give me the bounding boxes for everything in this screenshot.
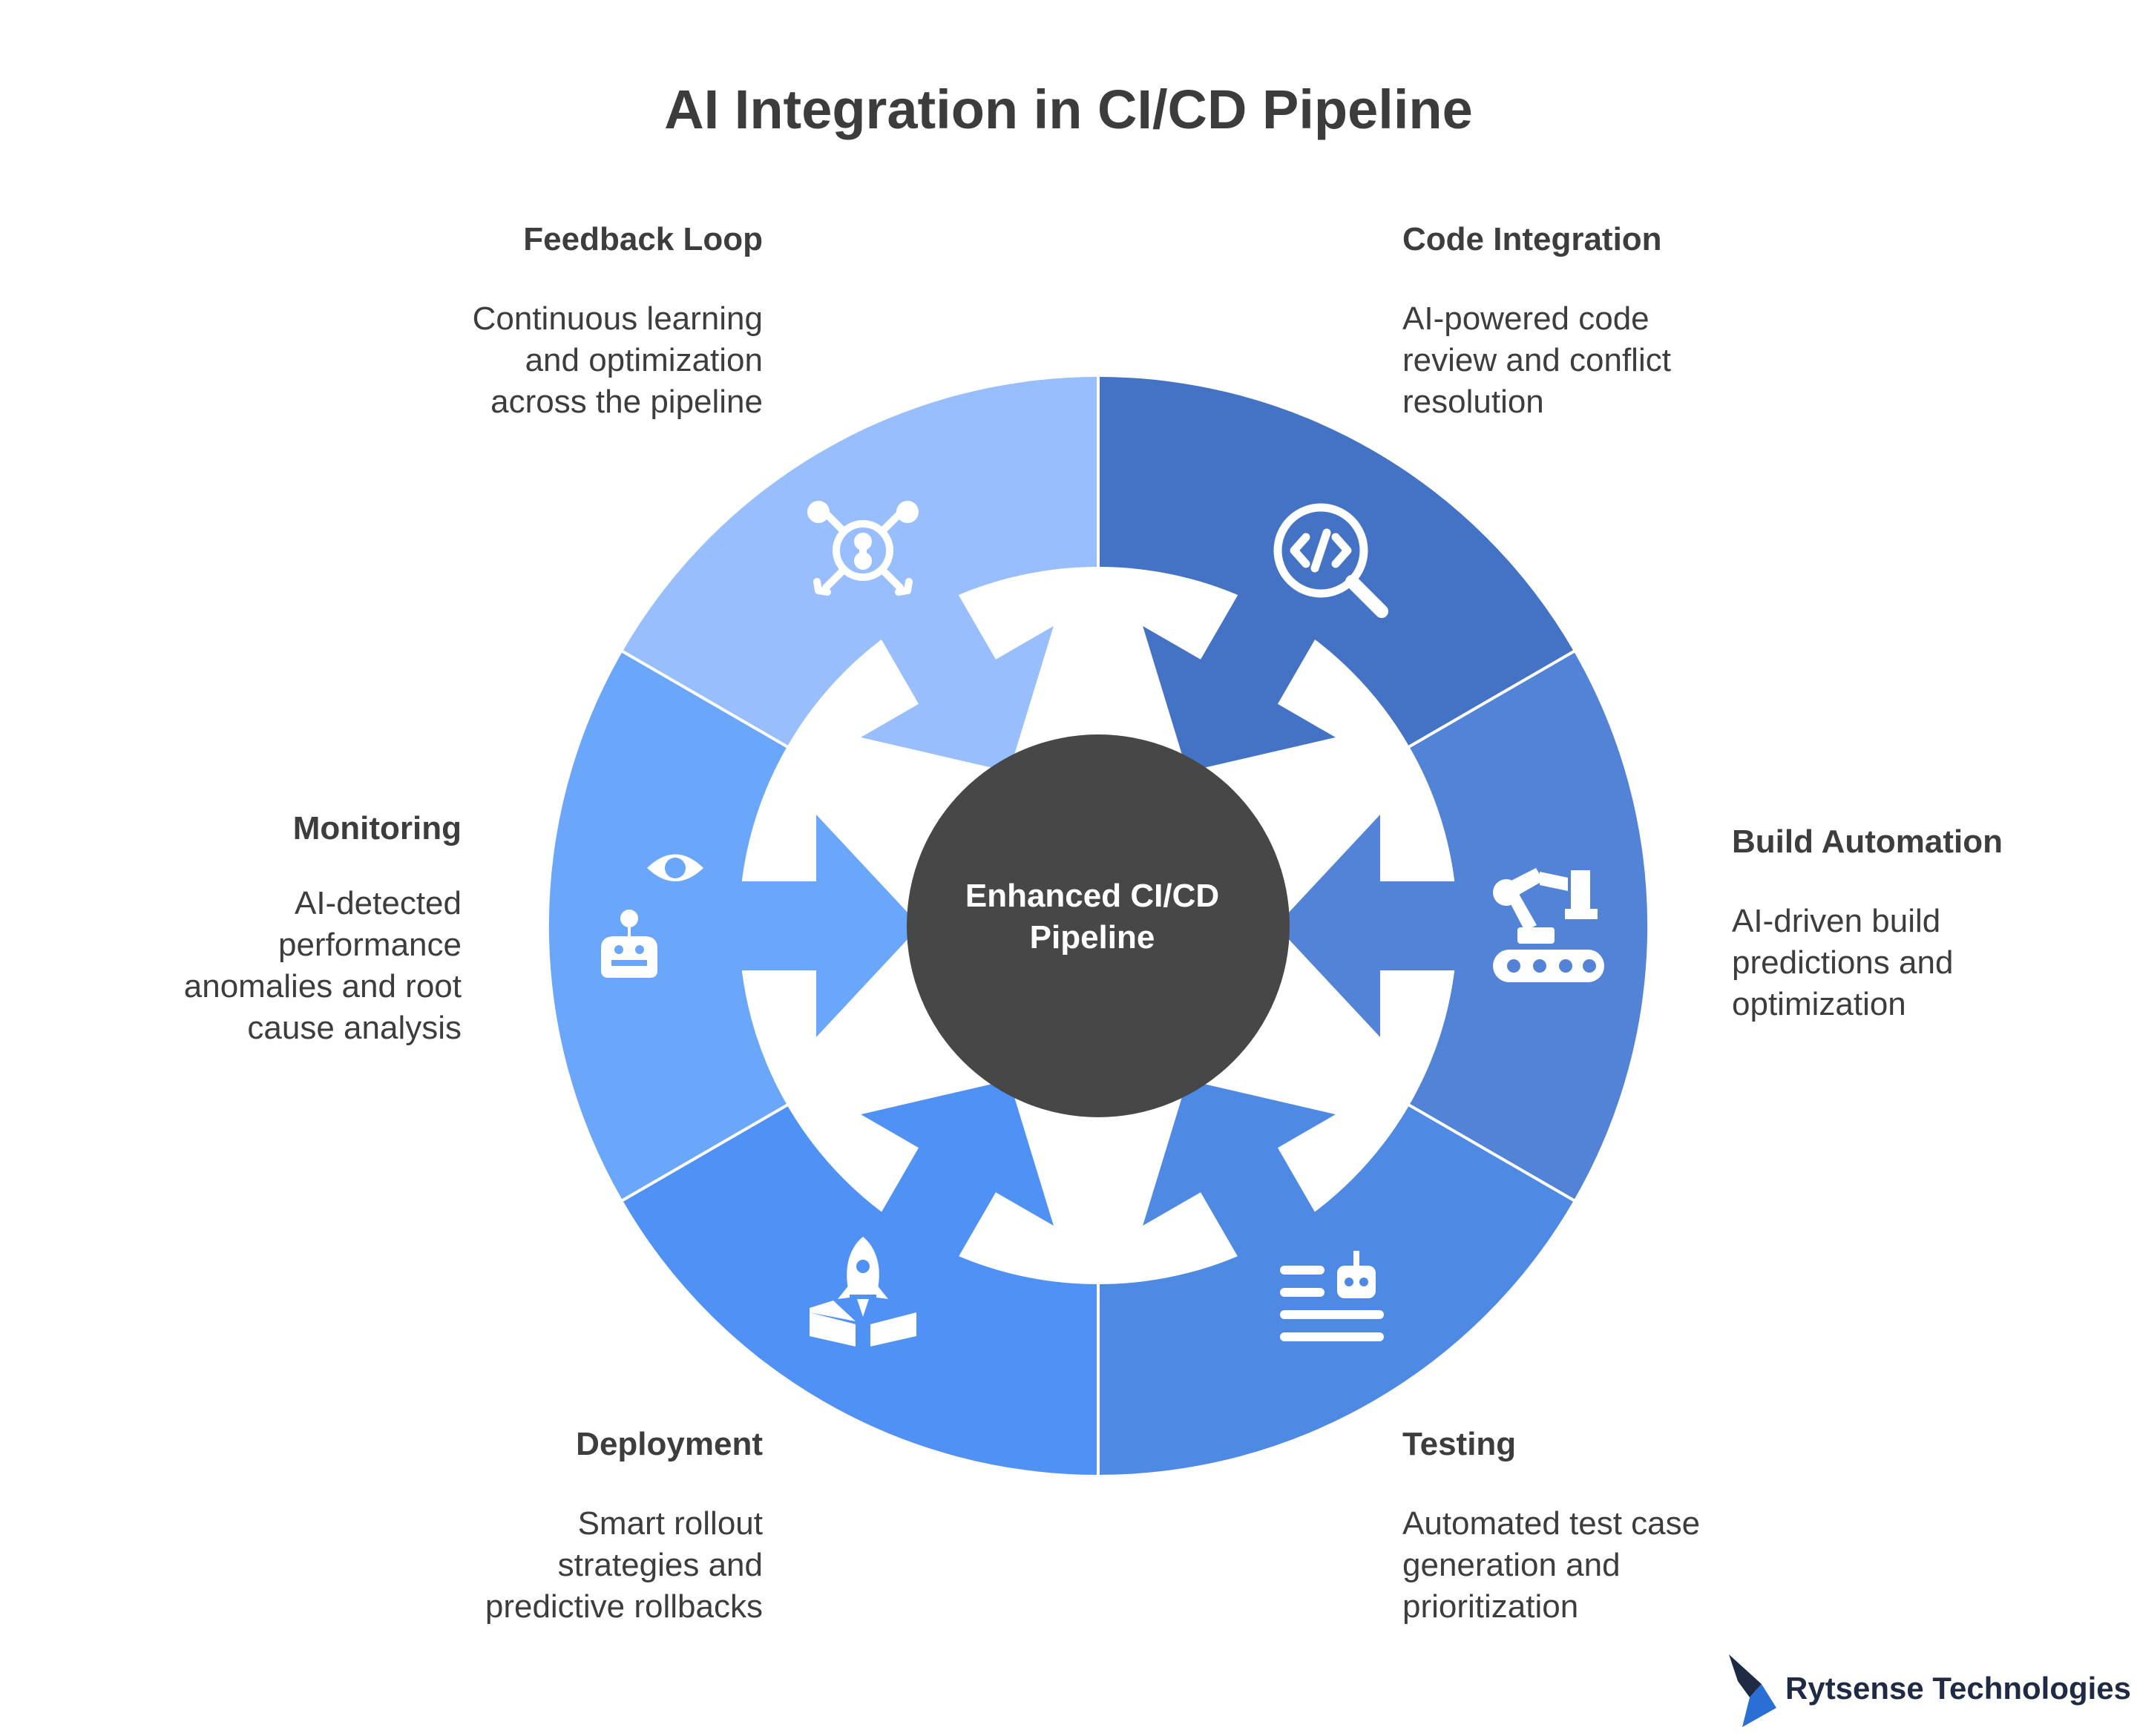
- center-label-line: Enhanced CI/CD: [965, 878, 1220, 914]
- arrow-logo-icon: [1729, 1654, 1776, 1727]
- step-desc-line: Smart rollout: [577, 1505, 763, 1542]
- arrow-deployment: [846, 1079, 1054, 1288]
- step-desc-line: and optimization: [525, 342, 763, 378]
- segment-dividers: [616, 371, 1580, 1481]
- step-desc-line: AI-driven build: [1732, 903, 1941, 939]
- step-desc-line: strategies and: [557, 1547, 763, 1583]
- arrow-code-integration: [1143, 564, 1350, 772]
- step-title: Deployment: [576, 1426, 763, 1462]
- bot-checklist-icon: [1280, 1251, 1384, 1341]
- step-desc-line: Continuous learning: [472, 300, 763, 337]
- step-title: Testing: [1402, 1426, 1517, 1462]
- center-label-line: Pipeline: [1029, 919, 1155, 956]
- brand-name: Rytsense Technologies: [1785, 1671, 2132, 1706]
- segment-monitoring: [548, 651, 787, 1200]
- step-title: Build Automation: [1732, 823, 2003, 860]
- step-desc-line: anomalies and root: [183, 968, 462, 1005]
- step-build-automation: Build Automation AI-driven build predict…: [1732, 822, 2137, 1025]
- arrow-build-automation: [1276, 815, 1473, 1037]
- step-desc-line: Automated test case: [1402, 1505, 1701, 1542]
- arrow-feedback-loop: [846, 564, 1054, 772]
- step-desc-line: review and conflict: [1402, 342, 1671, 378]
- step-desc-line: AI-powered code: [1402, 300, 1649, 337]
- step-desc-line: prioritization: [1402, 1588, 1579, 1625]
- center-hub: [907, 734, 1290, 1117]
- arrow-monitoring: [723, 815, 920, 1037]
- rocket-launch-icon: [810, 1237, 916, 1347]
- network-hub-icon: [807, 501, 919, 596]
- robotic-arm-conveyor-icon: [1493, 868, 1604, 982]
- step-desc-line: optimization: [1732, 986, 1906, 1022]
- step-desc-line: resolution: [1402, 384, 1544, 420]
- step-desc-line: generation and: [1402, 1547, 1621, 1583]
- step-desc-line: predictions and: [1732, 944, 1954, 981]
- step-title: Code Integration: [1402, 221, 1662, 257]
- center-label: Enhanced CI/CD Pipeline: [907, 875, 1278, 959]
- step-deployment: Deployment Smart rollout strategies and …: [347, 1424, 763, 1628]
- step-desc-line: predictive rollbacks: [485, 1588, 763, 1625]
- step-desc-line: AI-detected: [294, 885, 462, 921]
- step-code-integration: Code Integration AI-powered code review …: [1402, 220, 1818, 423]
- step-title: Monitoring: [292, 810, 462, 846]
- code-search-icon: [1273, 503, 1388, 618]
- segment-testing: [1098, 1105, 1574, 1475]
- step-desc-line: across the pipeline: [490, 384, 763, 420]
- step-testing: Testing Automated test case generation a…: [1402, 1424, 1818, 1628]
- step-desc-line: performance: [278, 927, 462, 963]
- page-title: AI Integration in CI/CD Pipeline: [664, 79, 1473, 140]
- step-title: Feedback Loop: [523, 221, 763, 257]
- robot-eye-icon: [601, 854, 703, 978]
- arrow-testing: [1143, 1079, 1350, 1288]
- step-monitoring: Monitoring AI-detected performance anoma…: [46, 809, 462, 1049]
- step-feedback-loop: Feedback Loop Continuous learning and op…: [347, 220, 763, 423]
- step-desc-line: cause analysis: [247, 1010, 462, 1046]
